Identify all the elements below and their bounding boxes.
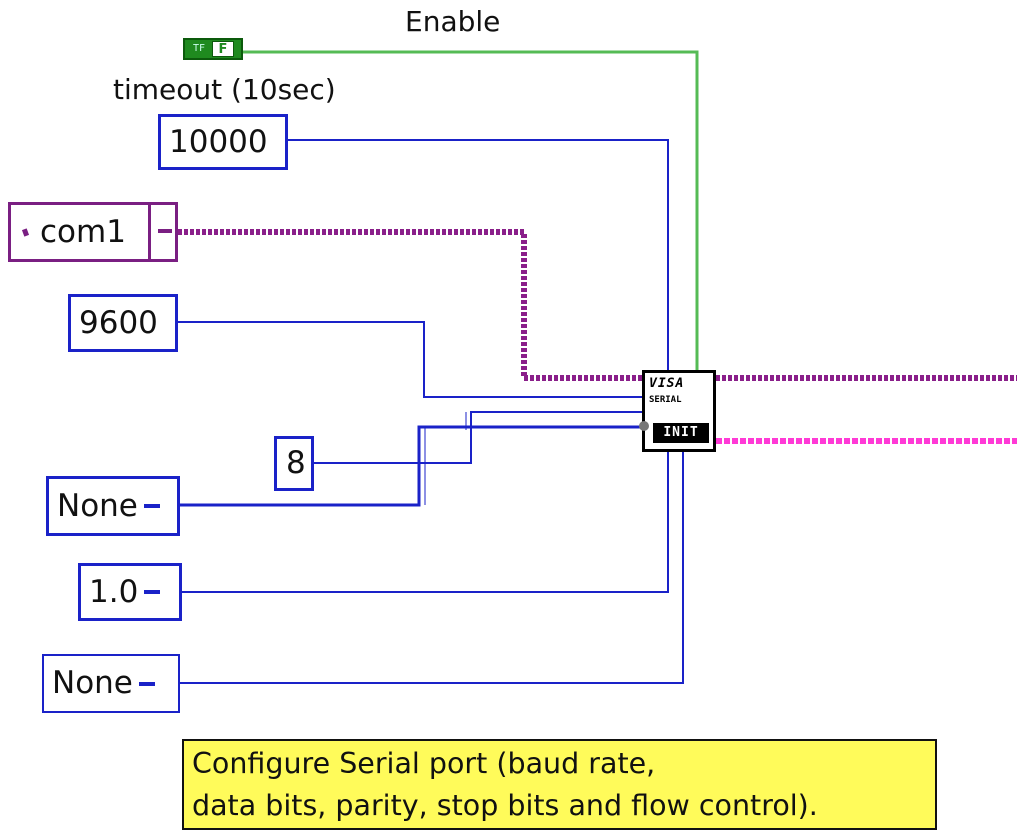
parity-value: None (57, 487, 138, 524)
flow-control-wire (180, 452, 684, 684)
visa-configure-serial-port-node[interactable]: VISA SERIAL INIT (639, 370, 716, 452)
parity-constant[interactable]: None (46, 476, 180, 536)
timeout-label: timeout (10sec) (113, 73, 336, 106)
bool-state: F (212, 41, 234, 57)
timeout-value: 10000 (169, 123, 268, 160)
visa-resource-icon (21, 227, 30, 237)
input-terminal-dot (639, 421, 649, 431)
stop-bits-value: 1.0 (89, 573, 139, 610)
note-line-2: data bits, parity, stop bits and flow co… (192, 789, 818, 822)
vi-icon-line1: VISA (649, 376, 685, 391)
note-line-1: Configure Serial port (baud rate, (192, 747, 656, 780)
stop-bits-constant[interactable]: 1.0 (78, 563, 182, 621)
timeout-constant[interactable]: 10000 (158, 114, 288, 170)
dropdown-arrow-icon[interactable] (144, 590, 161, 594)
data-bits-constant[interactable]: 8 (274, 436, 314, 491)
data-bits-value: 8 (286, 445, 306, 481)
baud-rate-wire (177, 321, 642, 398)
flow-control-constant[interactable]: None (42, 654, 180, 713)
stop-bits-wire (182, 452, 669, 593)
parity-wire (180, 425, 642, 507)
tf-icon: TF (189, 42, 209, 56)
timeout-wire (288, 139, 669, 378)
flow-control-value: None (52, 665, 133, 701)
enable-bool-constant[interactable]: TF F (183, 38, 243, 60)
visa-resource-wire-in (178, 229, 642, 381)
vi-icon-line2: SERIAL (649, 395, 682, 405)
enable-wire (243, 50, 699, 378)
visa-resource-value: com1 (40, 214, 126, 250)
ring-divider (148, 205, 151, 259)
comment-note: Configure Serial port (baud rate, data b… (182, 739, 937, 830)
dropdown-arrow-icon[interactable] (158, 229, 172, 233)
baud-rate-constant[interactable]: 9600 (68, 294, 178, 352)
visa-resource-constant[interactable]: com1 (8, 202, 178, 262)
enable-label: Enable (405, 5, 501, 38)
baud-rate-value: 9600 (79, 304, 158, 341)
dropdown-arrow-icon[interactable] (138, 681, 155, 686)
vi-icon-line3: INIT (653, 423, 709, 443)
dropdown-arrow-icon[interactable] (143, 504, 160, 508)
data-bits-wire (312, 411, 642, 464)
